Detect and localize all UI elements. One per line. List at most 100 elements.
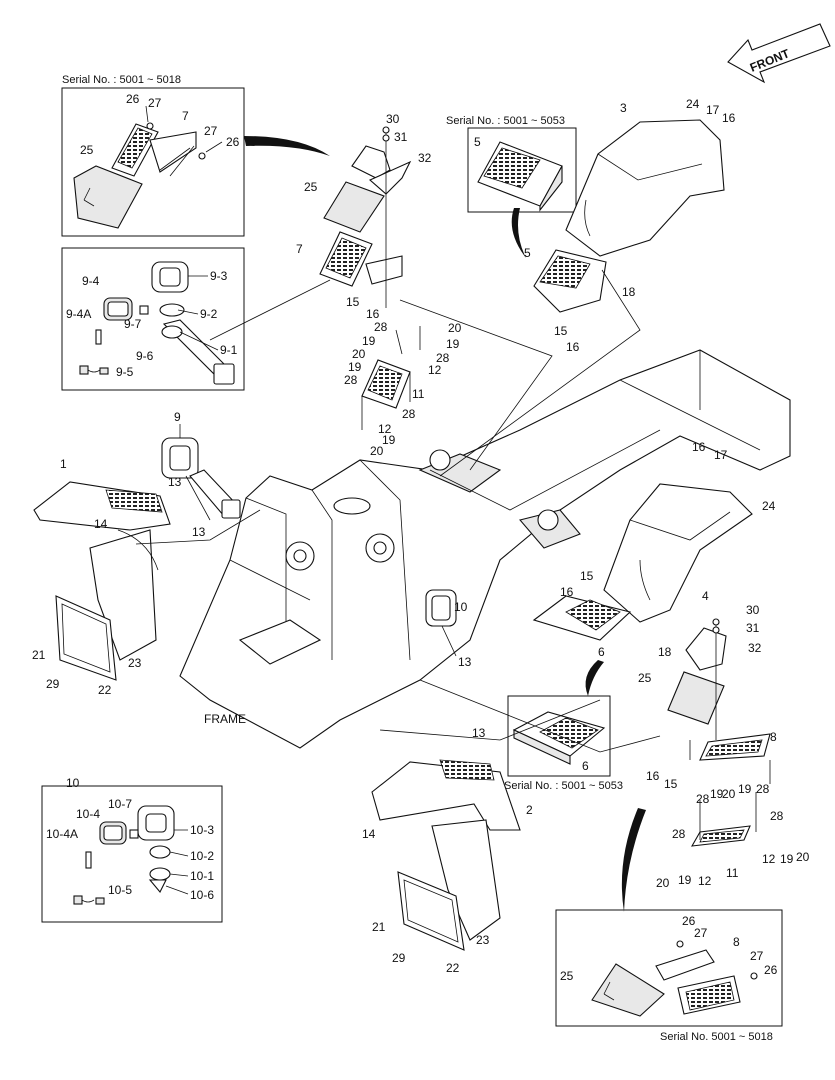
callout-12-c: 12 (762, 852, 776, 866)
callout-28-c: 28 (344, 373, 358, 387)
callout-13-c: 13 (458, 655, 472, 669)
callout-22-a: 22 (98, 683, 112, 697)
fender-2: 13 2 14 21 23 29 22 (362, 726, 533, 975)
callout-9: 9 (174, 410, 181, 424)
callout-20-e: 20 (796, 850, 810, 864)
callout-21-b: 21 (372, 920, 386, 934)
callout-23-b: 23 (476, 933, 490, 947)
inset-pointer-arrow (244, 136, 330, 156)
callout-9-6: 9-6 (136, 349, 154, 363)
work-lamp-10: 10 13 (425, 589, 472, 669)
callout-28-f: 28 (756, 782, 770, 796)
callout-25-b: 25 (638, 671, 652, 685)
callout-32-b: 32 (748, 641, 762, 655)
callout-19-h: 19 (678, 873, 692, 887)
callout-18-a: 18 (622, 285, 636, 299)
callout-20-a: 20 (448, 321, 462, 335)
callout-9-4: 9-4 (82, 274, 100, 288)
callout-9-2: 9-2 (200, 307, 218, 321)
callout-13-b: 13 (192, 525, 206, 539)
callout-10: 10 (454, 600, 468, 614)
callout-11-b: 11 (726, 866, 739, 880)
callout-12-d: 12 (698, 874, 712, 888)
callout-28-a: 28 (374, 320, 388, 334)
callout-11-a: 11 (412, 387, 425, 401)
main-frame: FRAME (179, 349, 791, 749)
inset-lamp-9: 9-4 9-3 9-7 9-2 9-4A 9-6 9-1 9-5 (61, 247, 245, 391)
callout-10-2: 10-2 (190, 849, 214, 863)
inset-step-5: Serial No. : 5001 ~ 5053 5 (446, 115, 577, 213)
fender-4: 16 17 24 4 18 (603, 440, 776, 659)
callout-27-tl-a: 27 (148, 96, 162, 110)
callout-31-a: 31 (394, 130, 408, 144)
callout-19-e: 19 (710, 787, 724, 801)
callout-17-b: 17 (714, 448, 728, 462)
callout-23-a: 23 (128, 656, 142, 670)
callout-27-tl-b: 27 (204, 124, 218, 138)
callout-5: 5 (524, 246, 531, 260)
fender-3: 3 24 17 16 18 (565, 97, 736, 299)
callout-9-1: 9-1 (220, 343, 238, 357)
callout-25-a: 25 (304, 180, 318, 194)
serial-top-left: Serial No. : 5001 ~ 5018 (62, 74, 181, 86)
callout-7: 7 (296, 242, 303, 256)
callout-13-a: 13 (168, 475, 182, 489)
callout-31-b: 31 (746, 621, 760, 635)
callout-22-b: 22 (446, 961, 460, 975)
callout-7-tl: 7 (182, 109, 189, 123)
callout-20-c: 20 (370, 444, 384, 458)
callout-12-a: 12 (428, 363, 442, 377)
callout-10-4: 10-4 (76, 807, 100, 821)
callout-10-7: 10-7 (108, 797, 132, 811)
callout-2: 2 (526, 803, 533, 817)
callout-25-tl: 25 (80, 143, 94, 157)
inset-br-pointer-arrow (621, 808, 646, 912)
frame-label: FRAME (204, 712, 246, 726)
callout-19-g: 19 (780, 852, 794, 866)
callout-12-b: 12 (378, 422, 392, 436)
callout-10-3: 10-3 (190, 823, 214, 837)
front-arrow-icon: FRONT (727, 23, 831, 84)
callout-24-a: 24 (686, 97, 700, 111)
callout-27-br-b: 27 (750, 949, 764, 963)
callout-16-d: 16 (560, 585, 574, 599)
callout-6: 6 (598, 645, 605, 659)
callout-6-inset: 6 (582, 759, 589, 773)
callout-16-c: 16 (692, 440, 706, 454)
callout-13-d: 13 (472, 726, 486, 740)
callout-8-br: 8 (733, 935, 740, 949)
callout-17-a: 17 (706, 103, 720, 117)
inset6-pointer-arrow (585, 660, 604, 696)
callout-15-b: 15 (580, 569, 594, 583)
callout-28-b: 28 (436, 351, 450, 365)
callout-16-b: 16 (566, 340, 580, 354)
callout-32-a: 32 (418, 151, 432, 165)
serial-bottom-right: Serial No. 5001 ~ 5018 (660, 1031, 773, 1043)
callout-26-tl-a: 26 (126, 92, 140, 106)
step-assembly-top: 30 31 32 25 7 15 16 28 20 19 19 20 28 19… (209, 112, 553, 471)
serial-top-mid: Serial No. : 5001 ~ 5053 (446, 115, 565, 127)
callout-29-b: 29 (392, 951, 406, 965)
callout-4: 4 (702, 589, 709, 603)
callout-15-a: 15 (554, 324, 568, 338)
inset-step-6: 6 Serial No. : 5001 ~ 5053 (504, 695, 623, 792)
callout-21-a: 21 (32, 648, 46, 662)
callout-20-f: 20 (656, 876, 670, 890)
callout-10-6: 10-6 (190, 888, 214, 902)
callout-15-c: 15 (346, 295, 360, 309)
callout-10-5: 10-5 (108, 883, 132, 897)
callout-28-g: 28 (770, 809, 784, 823)
callout-26-br-b: 26 (764, 963, 778, 977)
callout-5-inset: 5 (474, 135, 481, 149)
callout-26-br-a: 26 (682, 914, 696, 928)
callout-30-a: 30 (386, 112, 400, 126)
callout-15-d: 15 (664, 777, 678, 791)
callout-16-e: 16 (366, 307, 380, 321)
callout-25-br: 25 (560, 969, 574, 983)
callout-16-a: 16 (722, 111, 736, 125)
leader-lines (135, 269, 661, 753)
callout-9-7: 9-7 (124, 317, 142, 331)
callout-9-3: 9-3 (210, 269, 228, 283)
callout-8: 8 (770, 730, 777, 744)
